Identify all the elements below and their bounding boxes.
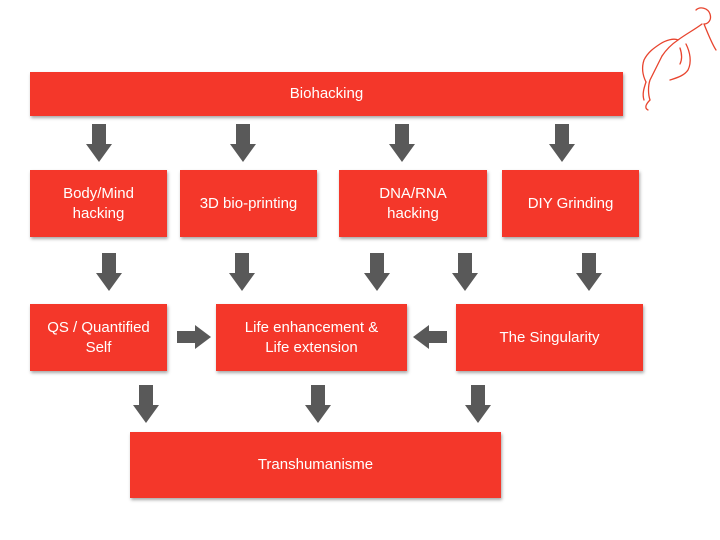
arrow-down-icon bbox=[364, 253, 390, 291]
body-mind-hacking-box: Body/Mind hacking bbox=[30, 170, 167, 237]
runner-sketch-icon bbox=[642, 7, 717, 111]
arrow-down-icon bbox=[229, 253, 255, 291]
arrow-down-icon bbox=[549, 124, 575, 162]
arrow-left-icon bbox=[413, 325, 447, 349]
life-enhancement-label: Life enhancement & Life extension bbox=[244, 318, 379, 356]
dna-rna-hacking-box: DNA/RNA hacking bbox=[339, 170, 487, 237]
arrow-down-icon bbox=[465, 385, 491, 423]
dna-rna-hacking-label: DNA/RNA hacking bbox=[379, 184, 447, 222]
bio-printing-box: 3D bio-printing bbox=[180, 170, 317, 237]
arrow-down-icon bbox=[230, 124, 256, 162]
bio-printing-label: 3D bio-printing bbox=[199, 194, 298, 212]
body-mind-hacking-label: Body/Mind hacking bbox=[63, 184, 134, 222]
transhumanisme-box: Transhumanisme bbox=[130, 432, 501, 498]
arrow-down-icon bbox=[96, 253, 122, 291]
singularity-label: The Singularity bbox=[499, 328, 600, 346]
quantified-self-box: QS / Quantified Self bbox=[30, 304, 167, 371]
life-enhancement-box: Life enhancement & Life extension bbox=[216, 304, 407, 371]
transhumanisme-label: Transhumanisme bbox=[257, 456, 374, 473]
arrow-down-icon bbox=[452, 253, 478, 291]
arrow-down-icon bbox=[305, 385, 331, 423]
diy-grinding-box: DIY Grinding bbox=[502, 170, 639, 237]
quantified-self-label: QS / Quantified Self bbox=[47, 318, 150, 356]
arrow-down-icon bbox=[389, 124, 415, 162]
diy-grinding-label: DIY Grinding bbox=[527, 194, 614, 212]
arrow-down-icon bbox=[86, 124, 112, 162]
biohacking-box: Biohacking bbox=[30, 72, 623, 116]
singularity-box: The Singularity bbox=[456, 304, 643, 371]
arrow-right-icon bbox=[177, 325, 211, 349]
arrow-down-icon bbox=[576, 253, 602, 291]
arrow-down-icon bbox=[133, 385, 159, 423]
biohacking-label: Biohacking bbox=[289, 85, 364, 102]
